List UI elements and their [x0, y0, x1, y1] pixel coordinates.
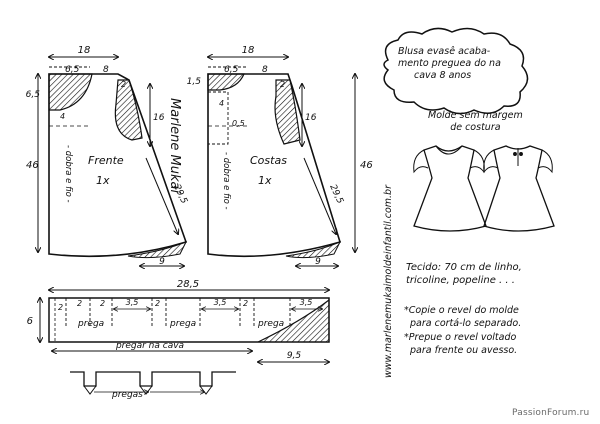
ruffle-small-5: 2	[243, 299, 248, 308]
front-flare-label: 9	[159, 257, 165, 267]
ruffle-gap-2: 3,5	[214, 298, 227, 307]
ruffle-hatch	[257, 298, 330, 343]
garment-sketch	[413, 145, 555, 232]
front-neck-hatch	[48, 73, 93, 111]
title-line-3: cava 8 anos	[414, 69, 472, 81]
back-length-label: 46	[360, 160, 373, 171]
front-neck-label: 6,5	[65, 65, 80, 75]
instruction-line-4: para frente ou avesso.	[410, 344, 518, 356]
instruction-line-3: *Prepue o revel voltado	[404, 331, 517, 343]
back-small-label: 4	[219, 99, 224, 108]
back-flare-label: 9	[315, 257, 321, 267]
ruffle-bottom-label: pregar na cava	[115, 341, 184, 351]
back-labels: 18 6,5 8 2 1,5 4 0,5 16 46 Costas 1x 29,…	[187, 45, 373, 267]
ruffle-pleat-1: prega	[77, 319, 104, 329]
ruffle-small-3: 2	[100, 299, 105, 308]
garment-front-ruffle-left	[413, 149, 429, 174]
back-neck-depth-label: 1,5	[187, 77, 202, 87]
front-piece	[38, 57, 188, 266]
title-cloud	[383, 27, 529, 115]
fabric-line-1: Tecido: 70 cm de linho,	[406, 262, 522, 273]
garment-front	[413, 145, 487, 232]
ruffle-strip	[40, 290, 329, 362]
ruffle-labels: 28,5 6 2 2 2 2 2 3,5 3,5 3,5 prega prega…	[27, 279, 313, 361]
ruffle-small-2: 2	[77, 299, 82, 308]
back-corner-label: 2	[280, 80, 285, 89]
back-button-label: 0,5	[232, 119, 245, 128]
back-count-label: 1x	[258, 174, 272, 187]
front-side-line	[145, 157, 178, 234]
front-armhole-hatch	[114, 79, 143, 141]
back-placket	[208, 91, 229, 145]
front-fold-label: - dobra e fio -	[63, 145, 73, 203]
instruction-line-1: *Copie o revel do molde	[404, 305, 519, 316]
ruffle-small-1: 2	[58, 303, 63, 312]
pleats-label: pregas	[111, 390, 143, 400]
ruffle-pleat-lines	[65, 298, 291, 328]
front-neck-depth-label: 6,5	[26, 90, 41, 100]
back-name-label: Costas	[250, 154, 287, 167]
back-hem-hatch	[285, 241, 342, 259]
subtitle-line-1: Molde sem margem	[428, 110, 523, 121]
title-line-2: mento preguea do na	[398, 57, 501, 69]
front-corner-label: 2	[121, 80, 126, 89]
title-line-1: Blusa evasê acaba-	[398, 46, 491, 57]
front-count-label: 1x	[96, 174, 110, 187]
subtitle-line-2: de costura	[450, 121, 501, 133]
subtitle-note: Molde sem margem de costura	[428, 110, 523, 134]
fabric-line-2: tricoline, popeline . . .	[406, 274, 515, 286]
garment-back	[483, 145, 555, 232]
back-neck-hatch	[207, 73, 245, 91]
ruffle-pleat-3: prega	[257, 319, 284, 329]
back-shoulder-label: 8	[262, 65, 268, 75]
back-armhole-hatch	[274, 79, 301, 145]
ruffle-small-4: 2	[155, 299, 160, 308]
front-length-label: 46	[26, 160, 39, 171]
back-width-label: 18	[242, 45, 255, 56]
front-small-label: 4	[60, 112, 65, 121]
front-labels: 18 6,5 8 2 6,5 4 16 46 Frente 1x 29,5 9 …	[26, 45, 189, 267]
back-armhole-label: 16	[305, 113, 317, 123]
ruffle-end-label: 9,5	[287, 351, 302, 361]
fabric-note: Tecido: 70 cm de linho, tricoline, popel…	[406, 262, 522, 287]
front-width-label: 18	[78, 45, 91, 56]
ruffle-gap-1: 3,5	[126, 298, 139, 307]
ruffle-total-label: 28,5	[177, 279, 199, 290]
ruffle-gap-3: 3,5	[300, 298, 313, 307]
title-note: Blusa evasê acaba- mento preguea do na c…	[398, 46, 501, 82]
pleat-detail	[70, 371, 236, 395]
instructions-note: *Copie o revel do molde para cortá-lo se…	[404, 304, 521, 357]
watermark: PassionForum.ru	[512, 408, 590, 418]
back-neck-label: 6,5	[224, 65, 239, 75]
front-armhole-label: 16	[153, 113, 165, 123]
back-side-label: 29,5	[327, 183, 345, 206]
signature: Marlene Mukai	[167, 98, 182, 193]
front-hem-hatch	[127, 241, 188, 259]
website-text: www.marlenemukaimoldeinfantil.com.br	[383, 184, 394, 378]
front-shoulder-label: 8	[103, 65, 109, 75]
ruffle-pleat-2: prega	[169, 319, 196, 329]
instruction-line-2: para cortá-lo separado.	[410, 318, 522, 330]
garment-back-ruffle-left	[483, 149, 499, 174]
garment-back-ruffle-right	[537, 149, 553, 174]
ruffle-height-label: 6	[27, 316, 33, 327]
back-piece	[208, 57, 355, 266]
back-side-line	[303, 157, 336, 234]
front-name-label: Frente	[88, 154, 124, 167]
back-fold-label: - dobra e fio -	[221, 152, 231, 210]
